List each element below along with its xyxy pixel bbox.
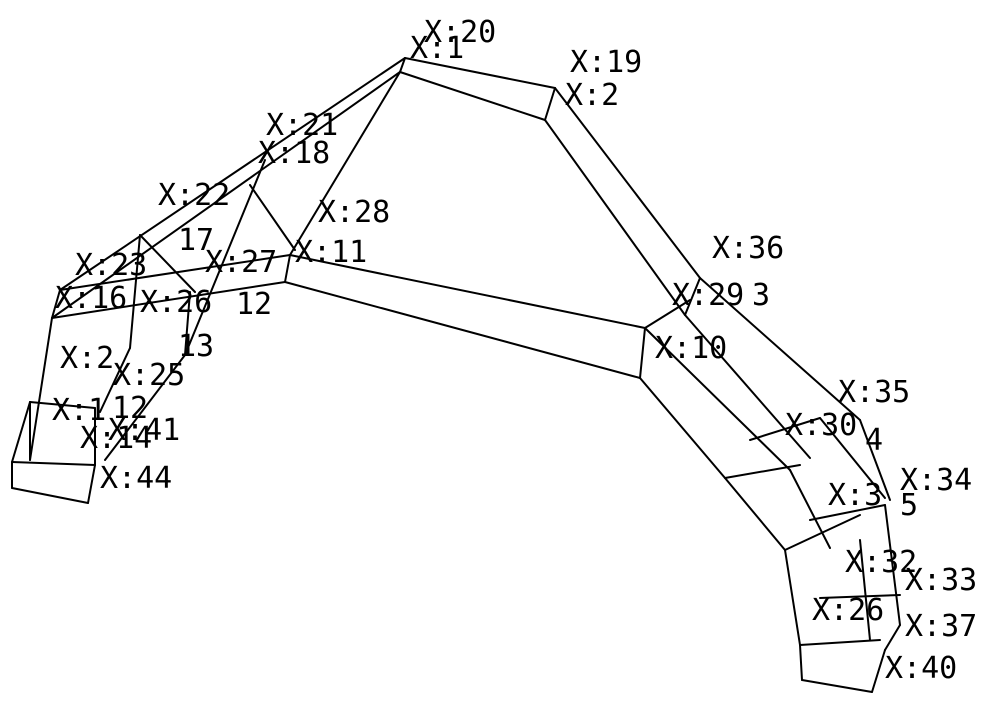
node-label: X:23	[75, 248, 147, 283]
edge	[644, 327, 791, 471]
edge	[249, 184, 296, 251]
edge	[184, 159, 266, 356]
edge	[289, 254, 646, 329]
edge	[859, 539, 871, 641]
edge	[699, 277, 861, 421]
edge	[554, 87, 701, 279]
edge	[399, 71, 546, 121]
node-label: 12	[236, 287, 272, 322]
node-label: X:28	[318, 195, 390, 230]
node-label: X:19	[570, 45, 642, 80]
edge	[544, 87, 556, 121]
edge	[51, 71, 401, 319]
edge	[639, 377, 726, 479]
edge	[724, 477, 786, 551]
edge	[819, 417, 886, 499]
node-label: X:41	[108, 413, 180, 448]
node-label: X:34	[900, 463, 972, 498]
edge	[544, 119, 686, 316]
node-label: 17	[178, 223, 214, 258]
edge	[284, 254, 291, 283]
node-label: X:21	[266, 108, 338, 143]
node-label: X:2	[565, 78, 619, 113]
node-label: X:37	[905, 609, 977, 644]
node-label: X:33	[905, 563, 977, 598]
edge	[799, 644, 803, 681]
node-label: X:32	[845, 545, 917, 580]
edge	[871, 649, 886, 693]
edge	[819, 594, 901, 599]
node-label: X:20	[424, 15, 496, 50]
edge	[884, 504, 901, 626]
edge	[684, 314, 811, 459]
edge	[801, 679, 873, 693]
node-label: X:30	[785, 408, 857, 443]
edge	[11, 461, 96, 466]
node-label: 3	[752, 278, 770, 313]
node-label: X:3	[828, 478, 882, 513]
node-label: X:36	[712, 231, 784, 266]
edge	[51, 281, 286, 319]
node-label: X:25	[113, 358, 185, 393]
node-label: X:1	[52, 393, 106, 428]
node-label: X:16	[55, 281, 127, 316]
edge	[799, 639, 881, 646]
edge	[11, 401, 31, 463]
edge	[139, 234, 196, 293]
edge	[29, 401, 96, 409]
node-label: X:1	[410, 31, 464, 66]
edge	[884, 624, 901, 651]
edge	[29, 317, 53, 461]
edge	[784, 549, 801, 646]
edge	[859, 419, 891, 501]
edge	[639, 327, 646, 379]
node-label: X:44	[100, 461, 172, 496]
edge	[11, 487, 89, 504]
node-label: 4	[865, 423, 883, 458]
node-label: X:26	[812, 593, 884, 628]
edge	[684, 277, 701, 316]
edge	[644, 299, 691, 329]
node-label: X:29	[672, 278, 744, 313]
node-label: X:18	[258, 136, 330, 171]
edge	[784, 514, 861, 551]
node-label: X:2	[60, 341, 114, 376]
edge	[289, 71, 401, 256]
node-label: X:11	[295, 235, 367, 270]
edge	[809, 504, 886, 521]
node-label: X:26	[140, 285, 212, 320]
edge	[749, 417, 821, 441]
node-label: X:35	[838, 375, 910, 410]
edge	[99, 347, 131, 413]
edge	[789, 469, 831, 549]
edge	[404, 57, 556, 89]
edge	[59, 254, 291, 291]
node-label: X:40	[885, 651, 957, 686]
edge	[399, 57, 406, 73]
edge	[129, 234, 141, 349]
edge	[184, 291, 191, 356]
edge	[284, 281, 641, 379]
edge	[51, 289, 61, 319]
edge	[104, 354, 186, 461]
node-label: X:22	[158, 178, 230, 213]
node-label: 12	[112, 391, 148, 426]
node-label: X:27	[205, 245, 277, 280]
node-label: X:14	[80, 421, 152, 456]
node-label: 5	[900, 488, 918, 523]
edge	[59, 57, 406, 291]
edge	[87, 464, 96, 504]
node-label: 13	[178, 329, 214, 364]
node-label: X:10	[655, 331, 727, 366]
edge	[724, 464, 801, 479]
